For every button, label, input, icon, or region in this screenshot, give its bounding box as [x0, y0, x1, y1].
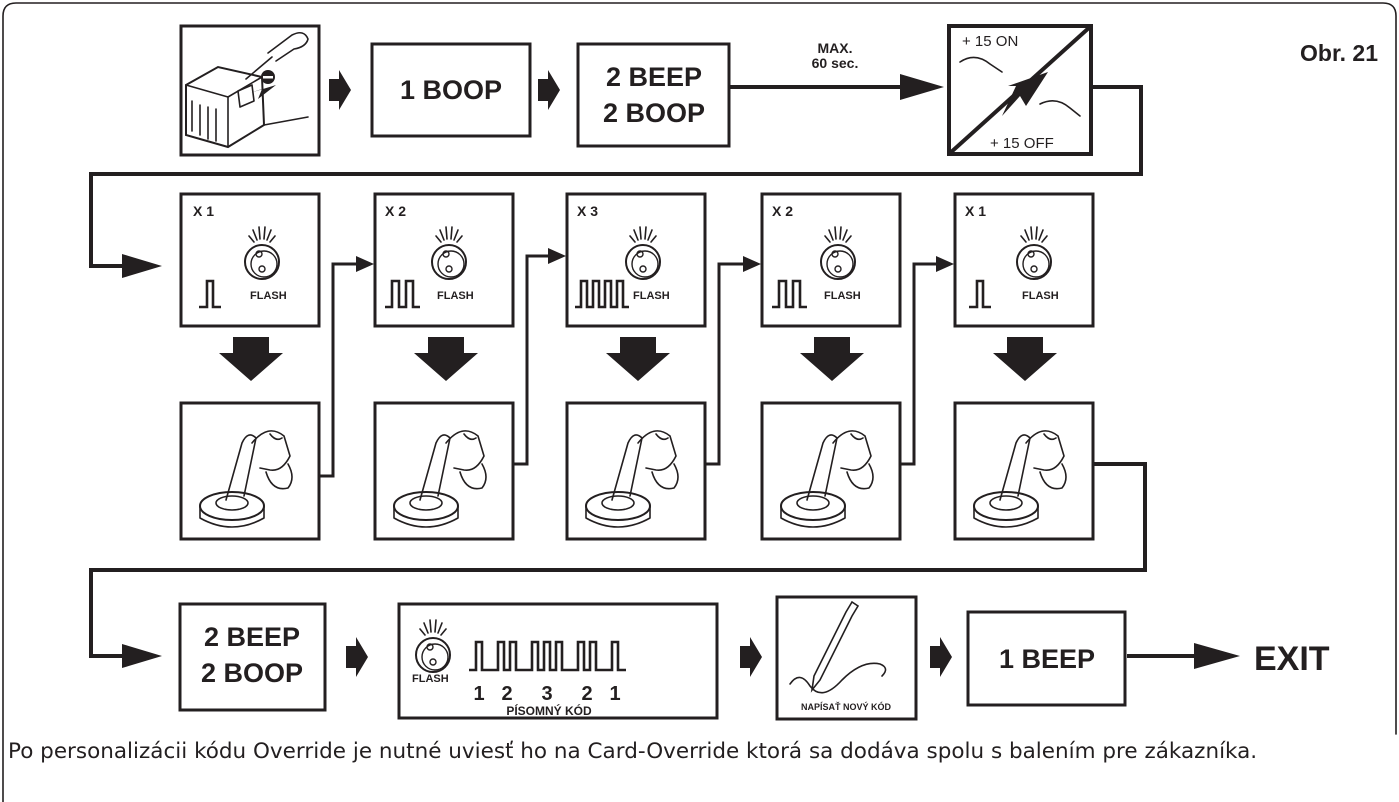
code-label: PÍSOMNÝ KÓD — [506, 703, 592, 718]
down-arrows — [219, 337, 1057, 381]
press-button-1 — [179, 401, 321, 541]
confirm-beep-boop: 2 BEEP 2 BOOP — [178, 602, 327, 712]
code-digit: 1 — [609, 683, 620, 705]
code-digit: 1 — [473, 683, 484, 705]
write-code-label: NAPÍSAŤ NOVÝ KÓD — [801, 701, 892, 712]
timeout-line2: 60 sec. — [812, 55, 859, 71]
flash-step-1: X 1 FLASH — [179, 192, 321, 328]
written-code-box: FLASH 1 2 3 2 1 PÍSOMNÝ KÓD — [397, 602, 719, 720]
ignition-on-label: + 15 ON — [962, 33, 1018, 50]
timeout-line1: MAX. — [818, 40, 853, 56]
confirm-line1: 2 BEEP — [204, 622, 300, 652]
press-button-4 — [760, 401, 902, 541]
flash-label: FLASH — [633, 290, 670, 302]
ignition-off-label: + 15 OFF — [990, 135, 1054, 152]
step-2-line2: 2 BOOP — [603, 98, 705, 128]
arrow-4 — [740, 637, 762, 677]
figure-label: Obr. 21 — [1300, 40, 1378, 66]
flash-count: X 3 — [577, 203, 598, 219]
flash-step-4: X 2 FLASH — [760, 192, 902, 328]
arrow-2 — [538, 70, 560, 110]
arrow-1 — [329, 70, 351, 110]
press-button-5 — [953, 401, 1095, 541]
code-digit: 2 — [501, 683, 512, 705]
flash-step-2: X 2 FLASH — [373, 192, 515, 328]
press-button-2 — [373, 401, 515, 541]
flash-step-3: X 3 FLASH — [565, 192, 707, 328]
code-digit: 2 — [581, 683, 592, 705]
step-connectors — [319, 248, 954, 478]
flash-label: FLASH — [1022, 290, 1059, 302]
connector-row3-row4 — [89, 462, 1147, 658]
flash-label: FLASH — [824, 290, 861, 302]
connector-row1-row2 — [89, 85, 1143, 268]
exit-label: EXIT — [1254, 640, 1330, 678]
final-label: 1 BEEP — [999, 644, 1095, 674]
write-code-box: NAPÍSAŤ NOVÝ KÓD — [775, 595, 918, 721]
ignition-toggle-box: + 15 ON + 15 OFF — [947, 24, 1093, 156]
flash-count: X 2 — [385, 203, 406, 219]
flash-count: X 1 — [193, 203, 214, 219]
flash-count: X 1 — [965, 203, 986, 219]
flash-label: FLASH — [250, 290, 287, 302]
exit-arrow — [1127, 643, 1240, 669]
code-digit: 3 — [541, 683, 552, 705]
caption: Po personalizácii kódu Override je nutné… — [8, 739, 1258, 764]
flash-step-5: X 1 FLASH — [953, 192, 1095, 328]
code-flash-label: FLASH — [412, 673, 449, 685]
step-2-line1: 2 BEEP — [606, 62, 702, 92]
arrow-5 — [930, 637, 952, 677]
flash-count: X 2 — [772, 203, 793, 219]
flash-label: FLASH — [437, 290, 474, 302]
confirm-line2: 2 BOOP — [201, 658, 303, 688]
arrow-3 — [346, 637, 368, 677]
final-beep-box: 1 BEEP — [966, 610, 1127, 707]
step-2-beep-boop: 2 BEEP 2 BOOP — [576, 42, 731, 148]
key-removal-image — [179, 24, 321, 157]
timeout-arrow: MAX. 60 sec. — [729, 40, 944, 100]
step-1-boop: 1 BOOP — [370, 42, 532, 138]
step-1-label: 1 BOOP — [400, 75, 502, 105]
press-button-3 — [565, 401, 707, 541]
